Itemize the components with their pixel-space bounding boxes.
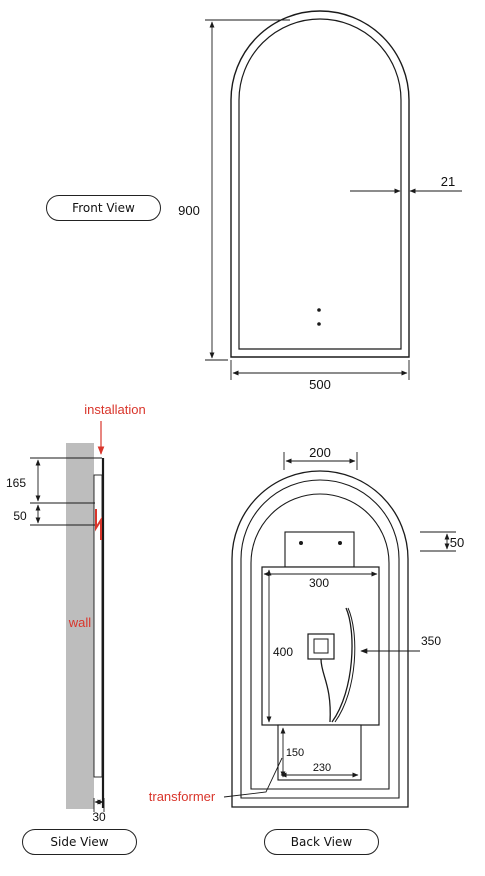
switch-box	[307, 633, 335, 660]
front-frame-dim-label: 21	[441, 174, 455, 189]
back-outer-frame	[231, 470, 409, 808]
back-inner-frame	[250, 493, 390, 790]
back-cable-dim-label: 350	[421, 634, 441, 648]
mounting-bracket	[284, 531, 355, 568]
side-view-label: Side View	[22, 829, 137, 855]
front-view-text: Front View	[72, 201, 135, 215]
back-top-span-dim-label: 200	[309, 445, 331, 460]
back-transformer-width-dim-label: 230	[313, 762, 331, 774]
wall-label: wall	[68, 615, 92, 630]
hook-dim-label: 50	[13, 509, 27, 523]
back-mid-frame	[240, 479, 400, 799]
back-transformer-height-dim-label: 150	[286, 747, 304, 759]
hook-bracket	[95, 509, 102, 540]
front-view-label: Front View	[46, 195, 161, 221]
side-view-text: Side View	[50, 835, 109, 849]
top-offset-dim-label: 165	[6, 476, 26, 490]
front-outer-frame	[230, 10, 410, 358]
back-view	[223, 452, 456, 808]
transformer-box	[277, 724, 362, 781]
front-height-dim-label: 900	[178, 203, 200, 218]
back-panel-width-dim-label: 300	[309, 576, 329, 590]
wall	[66, 443, 94, 809]
switch-box-inner	[313, 638, 329, 654]
transformer-label: transformer	[149, 789, 216, 804]
led-cable	[334, 607, 356, 723]
back-bracket-dim-label: 50	[450, 535, 464, 550]
transformer-leader	[223, 757, 283, 798]
power-cable	[320, 658, 331, 723]
installation-label: installation	[84, 402, 145, 417]
led-cable	[331, 607, 353, 723]
front-width-dim-label: 500	[309, 377, 331, 392]
front-inner-frame	[238, 18, 402, 350]
touch-sensor-dot	[317, 308, 321, 312]
depth-dim-label: 30	[92, 810, 106, 824]
back-view-label: Back View	[264, 829, 379, 855]
front-view	[205, 10, 462, 380]
back-view-text: Back View	[290, 835, 353, 849]
bracket-screw	[338, 541, 342, 545]
side-view	[30, 421, 105, 812]
bracket-screw	[299, 541, 303, 545]
touch-sensor-dot	[317, 322, 321, 326]
back-panel-height-dim-label: 400	[273, 645, 293, 659]
